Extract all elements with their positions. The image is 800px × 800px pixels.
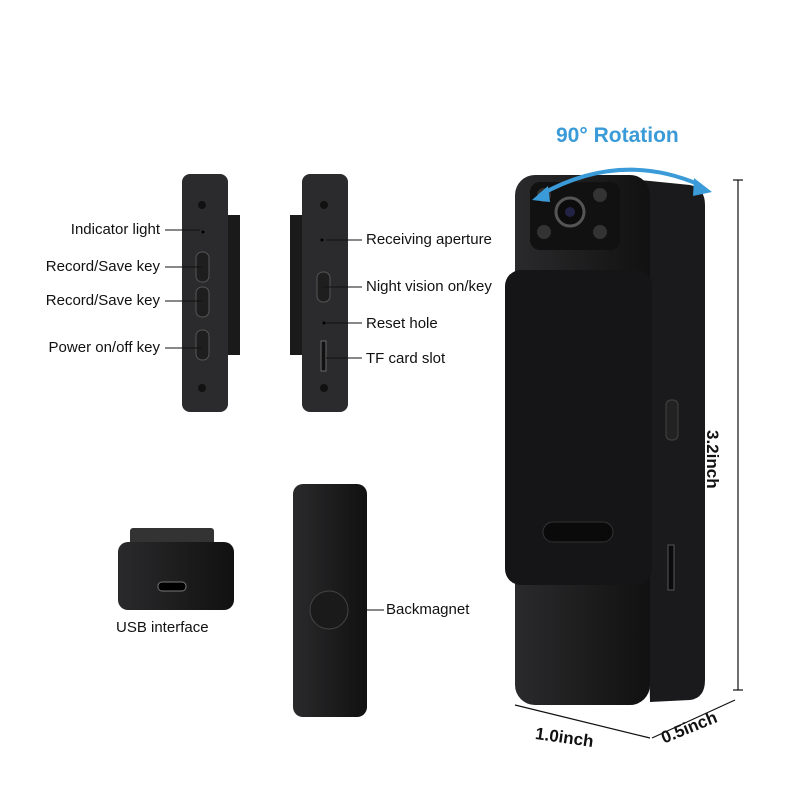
dimension-height: 3.2inch — [703, 430, 722, 489]
label-record-save-key-1: Record/Save key — [45, 258, 160, 275]
main-device — [505, 175, 705, 705]
label-usb-interface: USB interface — [116, 619, 209, 636]
usb-view — [118, 528, 234, 610]
label-tf-card-slot: TF card slot — [366, 350, 446, 367]
label-night-vision-key: Night vision on/key — [366, 278, 492, 295]
back-view — [293, 484, 367, 717]
dimension-lines — [514, 179, 743, 739]
label-backmagnet: Backmagnet — [386, 601, 470, 618]
label-indicator-light: Indicator light — [70, 221, 160, 238]
label-record-save-key-2: Record/Save key — [45, 292, 160, 309]
rotation-title: 90° Rotation — [556, 124, 679, 147]
label-power-key: Power on/off key — [48, 339, 160, 356]
side-view-right — [290, 174, 348, 412]
side-view-left — [182, 174, 240, 412]
rotation-arrow — [539, 167, 701, 197]
label-reset-hole: Reset hole — [366, 315, 438, 332]
label-receiving-aperture: Receiving aperture — [366, 231, 492, 248]
